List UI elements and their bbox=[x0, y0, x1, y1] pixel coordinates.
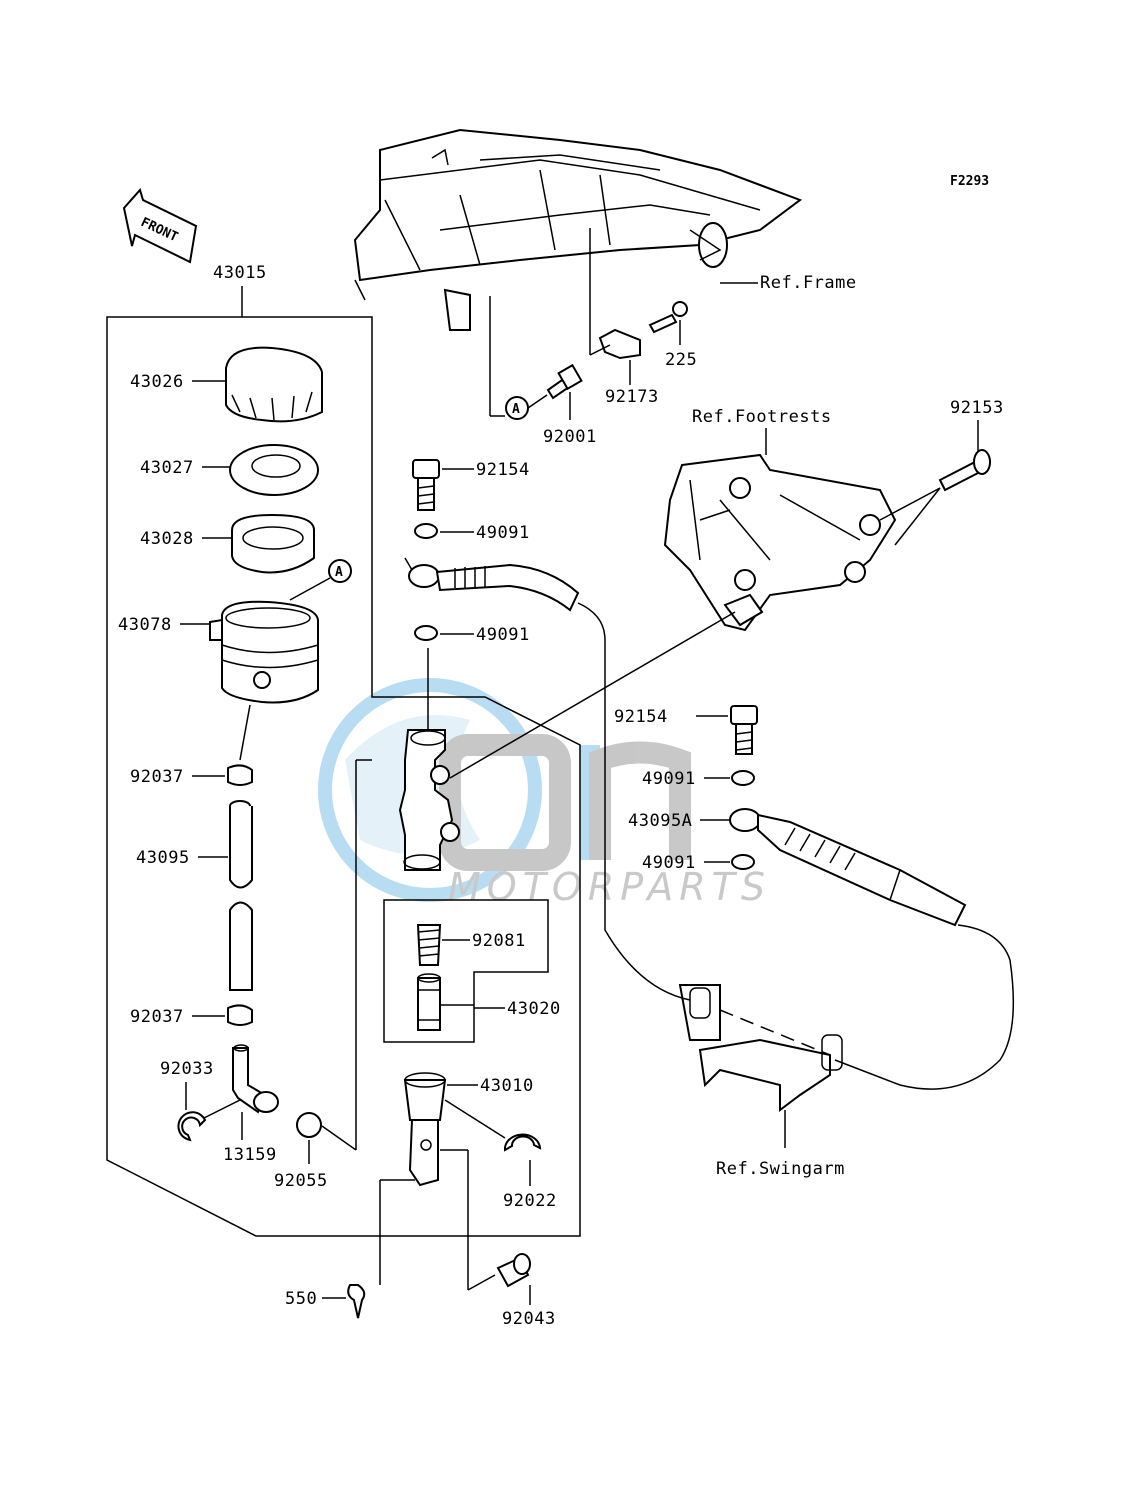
banjo-bolt-92154-upper bbox=[412, 459, 440, 511]
part-43095-label: 43095 bbox=[136, 848, 190, 868]
part-43078-label: 43078 bbox=[118, 615, 172, 635]
part-49091d-label: 49091 bbox=[642, 853, 696, 873]
bolt-92001 bbox=[546, 363, 583, 400]
part-92022-label: 92022 bbox=[503, 1191, 557, 1211]
watermark-text: MOTORPARTS bbox=[448, 865, 771, 909]
diaphragm-43028 bbox=[231, 513, 315, 574]
bolt-92153 bbox=[938, 449, 991, 492]
clamp-92037-upper bbox=[227, 764, 253, 786]
circlip-92022 bbox=[503, 1133, 542, 1152]
part-92153-label: 92153 bbox=[950, 398, 1004, 418]
washer-49091-d bbox=[731, 854, 755, 870]
banjo-bolt-92154-lower bbox=[730, 705, 758, 755]
part-43010-label: 43010 bbox=[480, 1076, 534, 1096]
master-cylinder-body bbox=[398, 729, 460, 871]
washer-49091-a bbox=[414, 523, 438, 539]
part-92001-label: 92001 bbox=[543, 427, 597, 447]
part-13159-label: 13159 bbox=[223, 1145, 277, 1165]
ref-footrests-label: Ref.Footrests bbox=[692, 407, 832, 427]
marker-a-top-label: A bbox=[512, 402, 520, 417]
part-92154a-label: 92154 bbox=[476, 460, 530, 480]
marker-a-reservoir bbox=[328, 559, 352, 583]
clevis-pin-92043 bbox=[496, 1253, 531, 1288]
washer-49091-c bbox=[731, 770, 755, 786]
part-92037b-label: 92037 bbox=[130, 1007, 184, 1027]
part-43028-label: 43028 bbox=[140, 529, 194, 549]
part-92081-label: 92081 bbox=[472, 931, 526, 951]
spring-92081 bbox=[416, 924, 442, 966]
cotter-pin-550 bbox=[347, 1284, 366, 1319]
ref-swingarm-label: Ref.Swingarm bbox=[716, 1159, 845, 1179]
front-direction-arrow-icon: FRONT bbox=[122, 187, 198, 264]
reservoir-cap-43026 bbox=[225, 346, 323, 423]
assembly-43015-outline bbox=[106, 316, 581, 1237]
part-43026-label: 43026 bbox=[130, 372, 184, 392]
marker-a-reservoir-label: A bbox=[335, 565, 343, 580]
oem-logo-icon bbox=[318, 678, 691, 902]
part-92154b-label: 92154 bbox=[614, 707, 668, 727]
part-225-label: 225 bbox=[665, 350, 697, 370]
footrest-bracket bbox=[663, 453, 897, 632]
swingarm-bracket bbox=[678, 984, 843, 1112]
hose-43095 bbox=[229, 800, 253, 991]
part-550-label: 550 bbox=[285, 1289, 317, 1309]
part-92037a-label: 92037 bbox=[130, 767, 184, 787]
reservoir-43078 bbox=[209, 600, 319, 704]
part-43015-label: 43015 bbox=[213, 263, 267, 283]
bracket-92173 bbox=[598, 328, 641, 360]
ref-frame-label: Ref.Frame bbox=[760, 273, 857, 293]
oring-92055 bbox=[296, 1112, 322, 1138]
part-43095A-label: 43095A bbox=[628, 811, 692, 831]
diagram-code: F2293 bbox=[950, 174, 989, 189]
part-43020-label: 43020 bbox=[507, 999, 561, 1019]
part-49091a-label: 49091 bbox=[476, 523, 530, 543]
diaphragm-plate-43027 bbox=[229, 444, 319, 496]
part-92055-label: 92055 bbox=[274, 1171, 328, 1191]
frame-drawing bbox=[353, 128, 803, 331]
bolt-225 bbox=[648, 301, 688, 334]
brake-hose-43095A bbox=[729, 808, 967, 927]
circlip-92033 bbox=[177, 1111, 207, 1142]
part-43027-label: 43027 bbox=[140, 458, 194, 478]
part-49091b-label: 49091 bbox=[476, 625, 530, 645]
part-92043-label: 92043 bbox=[502, 1309, 556, 1329]
brake-hose-upper bbox=[404, 557, 580, 612]
push-rod-43010 bbox=[403, 1072, 447, 1187]
assembly-43020-outline bbox=[383, 899, 549, 1043]
washer-49091-b bbox=[414, 625, 438, 641]
part-92173-label: 92173 bbox=[605, 387, 659, 407]
clamp-92037-lower bbox=[227, 1004, 253, 1026]
piston-43020 bbox=[417, 973, 441, 1031]
part-92033-label: 92033 bbox=[160, 1059, 214, 1079]
part-49091c-label: 49091 bbox=[642, 769, 696, 789]
fitting-13159 bbox=[232, 1044, 279, 1114]
